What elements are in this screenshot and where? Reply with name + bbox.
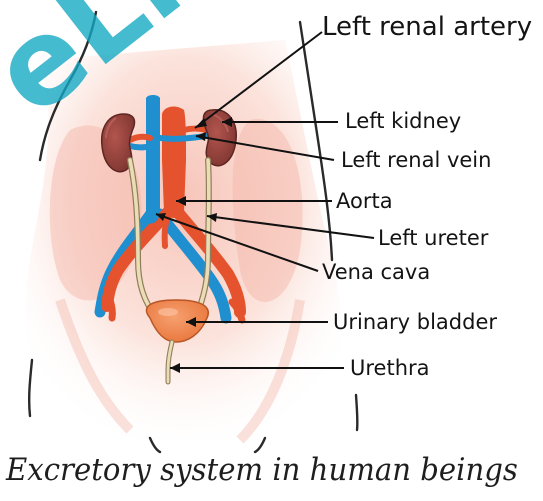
label-left-renal-vein: Left renal vein: [341, 150, 491, 171]
vena-cava: [146, 98, 160, 224]
label-vena-cava: Vena cava: [322, 262, 430, 283]
label-left-ureter: Left ureter: [378, 228, 488, 249]
label-left-kidney: Left kidney: [345, 111, 461, 132]
label-urethra: Urethra: [350, 358, 430, 379]
label-urinary-bladder: Urinary bladder: [333, 312, 497, 333]
figure-caption: Excretory system in human beings: [6, 452, 518, 488]
label-aorta: Aorta: [336, 191, 393, 212]
label-left-renal-artery: Left renal artery: [322, 14, 532, 40]
